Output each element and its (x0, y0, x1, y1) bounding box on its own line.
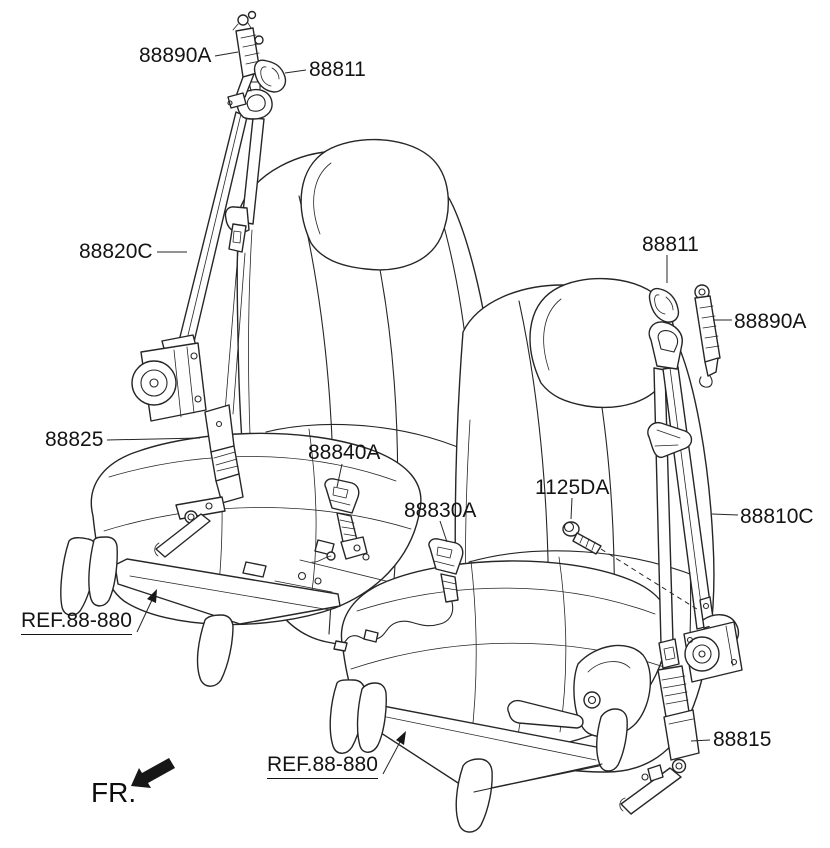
ref-arrow-center (382, 731, 406, 775)
buckle-88840a (311, 478, 368, 563)
part-label-88890a-right: 88890A (734, 310, 807, 333)
buckle-88830a (333, 538, 464, 652)
seat-adjust-lever (507, 699, 584, 729)
part-label-88810c: 88810C (740, 505, 814, 528)
buckle-wire (339, 601, 454, 646)
height-adjuster-88890a-left (227, 10, 264, 109)
part-label-88840a: 88840A (308, 441, 381, 464)
part-label-88815: 88815 (713, 728, 772, 751)
height-adjuster-88890a-right (694, 284, 721, 388)
ref-arrow-left (136, 589, 157, 633)
ref-link-center[interactable]: REF.88-880 (267, 754, 378, 779)
part-label-88825: 88825 (45, 428, 104, 451)
part-label-88811-right: 88811 (642, 233, 699, 256)
anchor-cover-88811-right (648, 287, 680, 323)
seatbelt-88820c (131, 81, 273, 422)
recline-knob (583, 691, 601, 709)
pretensioner-88825 (154, 404, 244, 558)
fr-direction-label: FR. (91, 777, 137, 808)
part-label-88820c: 88820C (79, 240, 153, 263)
anchor-cover-88811-left (253, 59, 287, 93)
right-seat (329, 277, 715, 833)
left-headrest (300, 138, 449, 271)
fr-arrow (131, 758, 175, 788)
anchor-pretensioner-88815 (619, 665, 700, 815)
part-label-88811-left: 88811 (309, 58, 366, 81)
leader-lines (106, 51, 739, 742)
seatbelt-88810c (647, 321, 743, 683)
ref-link-left[interactable]: REF.88-880 (21, 610, 132, 635)
part-label-1125da: 1125DA (535, 476, 610, 499)
part-label-88890a-left: 88890A (139, 44, 212, 67)
bolt-1125da (562, 521, 701, 612)
part-label-88830a: 88830A (404, 499, 477, 522)
latch-tongue-right (647, 422, 693, 459)
